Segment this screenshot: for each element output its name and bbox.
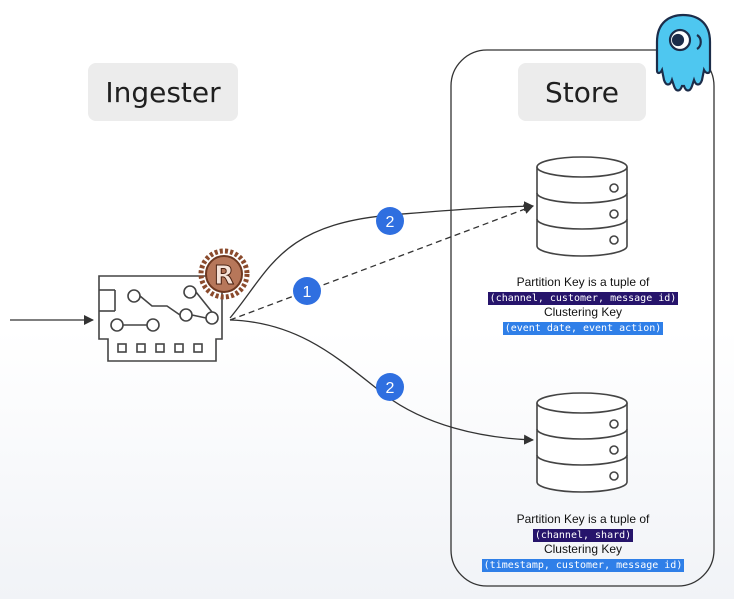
table-2-clustering-key: (timestamp, customer, message id) — [481, 559, 685, 572]
database-icon-1 — [536, 156, 628, 257]
store-container — [450, 49, 715, 587]
step-2-top-badge: 2 — [376, 207, 404, 235]
table-1-clustering-key: (event date, event action) — [502, 322, 664, 335]
table-2-clustering-label: Clustering Key — [543, 542, 623, 556]
svg-text:R: R — [214, 261, 234, 291]
store-label: Store — [518, 63, 646, 121]
step-2-bottom-badge: 2 — [376, 373, 404, 401]
database-icon-2 — [536, 392, 628, 493]
step-1-label: 1 — [303, 284, 312, 301]
step-1-badge: 1 — [293, 277, 321, 305]
table-1-clustering-label: Clustering Key — [543, 305, 623, 319]
step-2-bottom-label: 2 — [386, 380, 395, 397]
table-1-partition-key: (channel, customer, message id) — [487, 292, 679, 305]
table-1-keys: Partition Key is a tuple of (channel, cu… — [433, 275, 733, 335]
step-2-top-label: 2 — [386, 214, 395, 231]
dashed-arrow-to-table-1 — [229, 204, 534, 321]
scylladb-mascot-icon — [655, 13, 712, 92]
table-1-partition-label: Partition Key is a tuple of — [516, 275, 650, 289]
table-2-keys: Partition Key is a tuple of (channel, sh… — [433, 512, 733, 572]
circuit-board-icon — [98, 275, 223, 362]
ingester-label: Ingester — [88, 63, 238, 121]
table-2-partition-label: Partition Key is a tuple of — [516, 512, 650, 526]
rust-logo-icon: R — [198, 248, 250, 300]
table-2-partition-key: (channel, shard) — [532, 529, 634, 542]
